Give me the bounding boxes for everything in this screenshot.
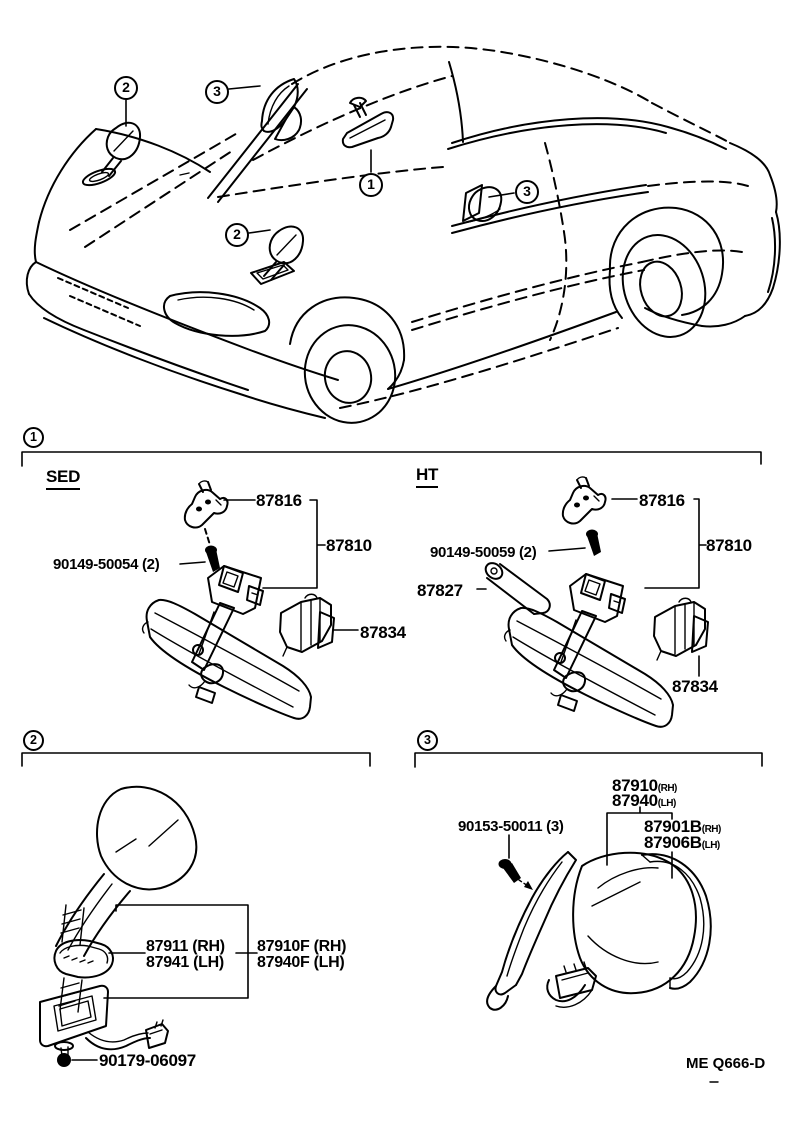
label-87906b-main: 87906B bbox=[644, 833, 702, 852]
section3-line-art bbox=[415, 753, 762, 1010]
callout-1-inner-mirror: 1 bbox=[359, 173, 383, 197]
section2-number: 2 bbox=[23, 730, 44, 751]
label-90149-50054: 90149-50054 (2) bbox=[53, 556, 160, 573]
section2-line-art bbox=[22, 753, 370, 1067]
figure-code: ME Q666-D bbox=[686, 1055, 766, 1072]
label-87940f-lh: 87940F (LH) bbox=[257, 954, 345, 971]
label-87816-sed: 87816 bbox=[256, 491, 302, 510]
variant-label-sed: SED bbox=[46, 468, 80, 490]
callout-2-cowl: 2 bbox=[225, 223, 249, 247]
mount-screw-drawing bbox=[498, 859, 533, 890]
label-87834-sed: 87834 bbox=[360, 623, 406, 642]
label-90179-06097: 90179-06097 bbox=[99, 1051, 196, 1070]
label-87940-side: (LH) bbox=[657, 798, 677, 809]
car-callout-leaders bbox=[126, 86, 514, 233]
sed-dashed-link bbox=[205, 529, 210, 545]
label-87901b-rh: 87901B(RH) bbox=[644, 818, 721, 836]
section2-bracket bbox=[22, 753, 370, 766]
rearview-mirror-drawing bbox=[143, 566, 311, 719]
label-87901b-main: 87901B bbox=[644, 817, 702, 836]
section1-number: 1 bbox=[23, 427, 44, 448]
screw-drawing bbox=[205, 545, 220, 572]
section1-bracket bbox=[22, 452, 761, 466]
label-87810-sed: 87810 bbox=[326, 536, 372, 555]
callout-3-windshield: 3 bbox=[205, 80, 229, 104]
label-87911-rh: 87911 (RH) bbox=[146, 938, 225, 955]
fender-mirror-glyph-cowl bbox=[251, 226, 303, 284]
label-87827: 87827 bbox=[417, 581, 463, 600]
mirror-holder-drawing bbox=[185, 481, 228, 528]
label-87910f-rh: 87910F (RH) bbox=[257, 938, 347, 955]
label-87940-main: 87940 bbox=[612, 791, 658, 810]
windshield-patch-glyph bbox=[261, 79, 301, 140]
stay-cover-drawing bbox=[483, 560, 550, 614]
section2-label-box bbox=[104, 905, 248, 998]
label-87834-ht: 87834 bbox=[672, 677, 718, 696]
label-87910-side: (RH) bbox=[657, 783, 678, 794]
retainer-clip-drawing bbox=[280, 594, 334, 656]
label-87901b-side: (RH) bbox=[701, 824, 722, 835]
label-87910-main: 87910 bbox=[612, 776, 658, 795]
inner-mirror-glyph bbox=[343, 98, 393, 147]
section3-number: 3 bbox=[417, 730, 438, 751]
callout-2-fender-left: 2 bbox=[114, 76, 138, 100]
fender-mirror-glyph-left bbox=[81, 123, 140, 189]
label-90149-50059: 90149-50059 (2) bbox=[430, 544, 537, 561]
label-87940-lh: 87940(LH) bbox=[612, 792, 676, 810]
section3-label-bracket bbox=[607, 807, 672, 878]
door-mirror-glyph bbox=[463, 185, 501, 222]
fender-mirror-drawing bbox=[40, 787, 196, 1067]
door-mirror-drawing bbox=[487, 852, 711, 1010]
label-87941-lh: 87941 (LH) bbox=[146, 954, 224, 971]
label-87906b-side: (LH) bbox=[701, 840, 721, 851]
variant-label-ht: HT bbox=[416, 466, 438, 488]
car-illustration bbox=[27, 47, 780, 431]
bolt-head-dot bbox=[57, 1053, 71, 1067]
section3-bracket bbox=[415, 753, 762, 767]
label-87906b-lh: 87906B(LH) bbox=[644, 834, 720, 852]
label-90153-50011: 90153-50011 (3) bbox=[458, 818, 564, 835]
label-87910-rh: 87910(RH) bbox=[612, 777, 677, 795]
section1-line-art bbox=[22, 452, 761, 728]
label-87810-ht: 87810 bbox=[706, 536, 752, 555]
callout-3-door-mirror: 3 bbox=[515, 180, 539, 204]
label-87816-ht: 87816 bbox=[639, 491, 685, 510]
